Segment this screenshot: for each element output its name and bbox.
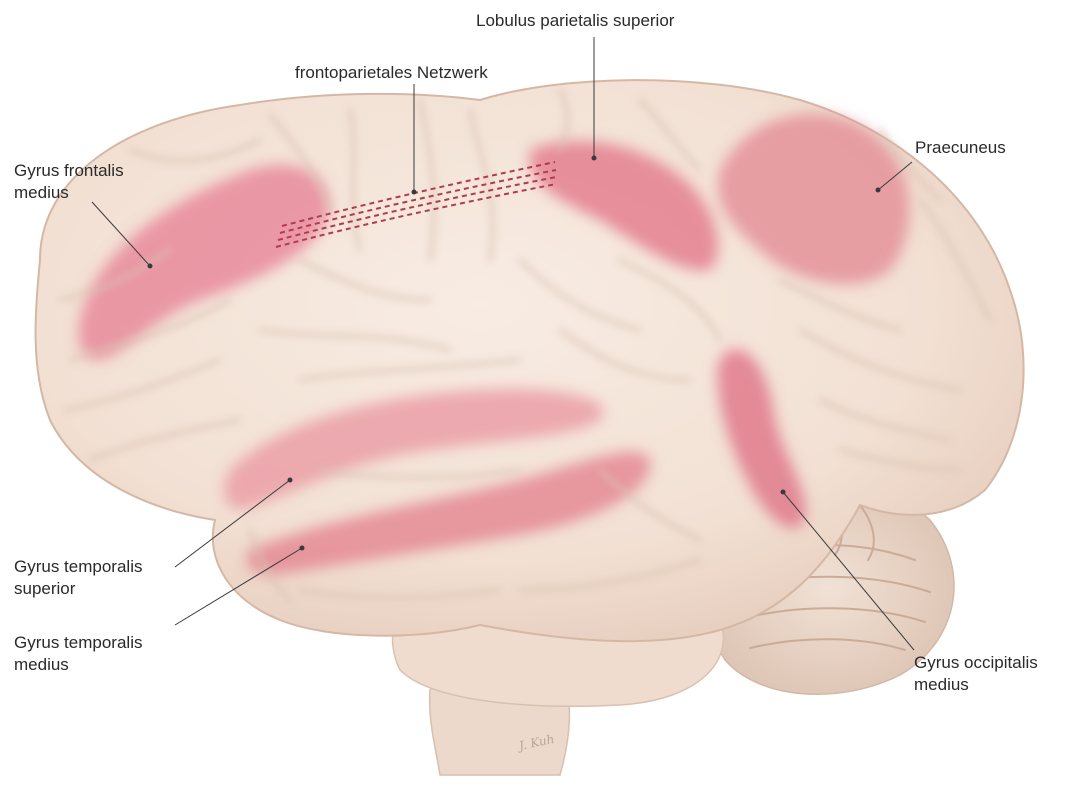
- label-gyrus-frontalis-medius: Gyrus frontalis medius: [14, 160, 124, 204]
- label-gyrus-temporalis-superior-line2: superior: [14, 578, 142, 600]
- label-gyrus-temporalis-medius-line1: Gyrus temporalis: [14, 632, 142, 654]
- label-gyrus-occipitalis-medius: Gyrus occipitalis medius: [914, 652, 1038, 696]
- label-frontoparietales-netzwerk: frontoparietales Netzwerk: [295, 62, 488, 84]
- label-gyrus-temporalis-medius: Gyrus temporalis medius: [14, 632, 142, 676]
- label-lobulus-parietalis-superior: Lobulus parietalis superior: [476, 10, 674, 32]
- label-gyrus-temporalis-medius-line2: medius: [14, 654, 142, 676]
- label-gyrus-occipitalis-medius-line2: medius: [914, 674, 1038, 696]
- label-gyrus-occipitalis-medius-line1: Gyrus occipitalis: [914, 652, 1038, 674]
- label-gyrus-temporalis-superior-line1: Gyrus temporalis: [14, 556, 142, 578]
- label-gyrus-frontalis-medius-line1: Gyrus frontalis: [14, 160, 124, 182]
- label-gyrus-temporalis-superior: Gyrus temporalis superior: [14, 556, 142, 600]
- label-praecuneus: Praecuneus: [915, 137, 1006, 159]
- label-gyrus-frontalis-medius-line2: medius: [14, 182, 124, 204]
